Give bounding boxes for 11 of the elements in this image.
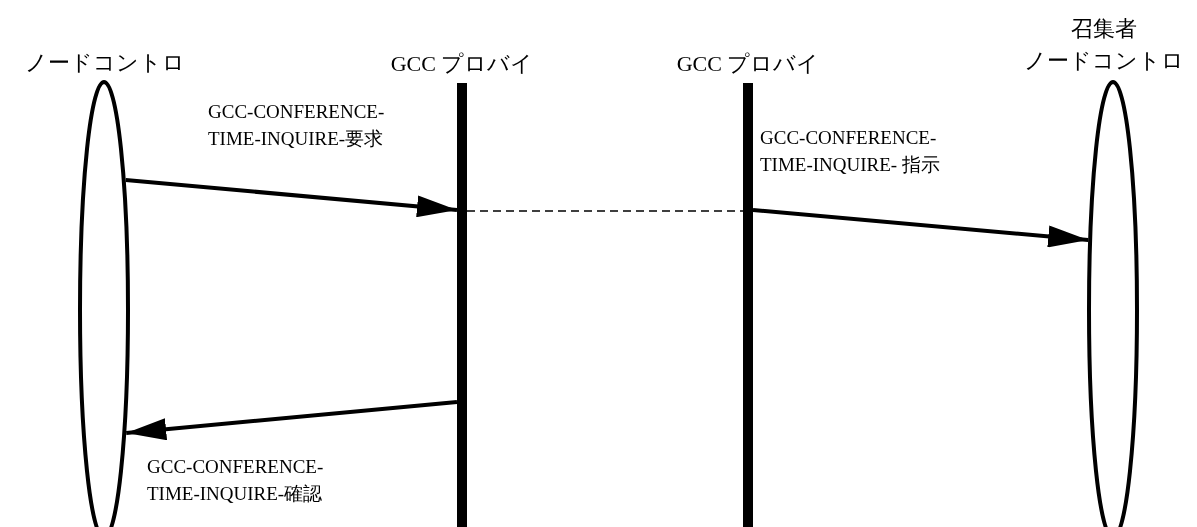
dashed-line (466, 210, 744, 212)
lifeline-bar (743, 83, 753, 527)
lifeline-heading: GCC プロバイ (676, 50, 820, 78)
lifeline-bar (457, 83, 467, 527)
lifeline-heading: ノードコントロ (25, 49, 185, 77)
lifeline-heading: ノードコントロ (1023, 47, 1184, 75)
lifeline-heading: GCC プロバイ (390, 50, 534, 78)
arrow (752, 208, 1089, 248)
arrow (125, 178, 458, 218)
arrow (126, 400, 458, 441)
lifeline-heading: 召集者 (1070, 15, 1137, 43)
